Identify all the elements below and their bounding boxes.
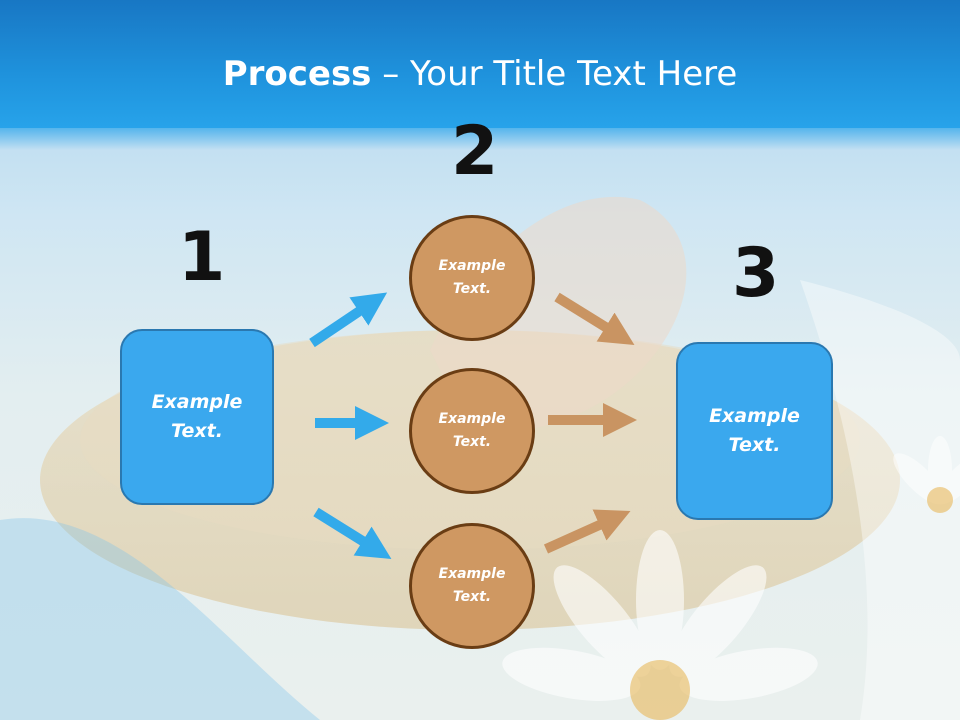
- circle-middle-text: Example Text.: [438, 411, 506, 450]
- step-number-3: 3: [732, 234, 780, 313]
- step2-circle-top: Example Text.: [409, 215, 535, 341]
- step-number-1: 1: [178, 218, 226, 297]
- step-number-2: 2: [451, 112, 499, 191]
- step1-box-text: Example Text.: [151, 391, 243, 442]
- step2-circle-bottom: Example Text.: [409, 523, 535, 649]
- step3-box: Example Text.: [676, 342, 833, 520]
- title-rest: – Your Title Text Here: [371, 54, 738, 94]
- title-bold: Process: [222, 54, 372, 94]
- circle-top-text: Example Text.: [438, 258, 506, 297]
- step3-box-text: Example Text.: [709, 405, 800, 456]
- step2-circle-middle: Example Text.: [409, 368, 535, 494]
- slide-title: Process – Your Title Text Here: [0, 52, 960, 96]
- circle-bottom-text: Example Text.: [438, 566, 506, 605]
- title-bar: [0, 0, 960, 150]
- step1-box: Example Text.: [120, 329, 274, 505]
